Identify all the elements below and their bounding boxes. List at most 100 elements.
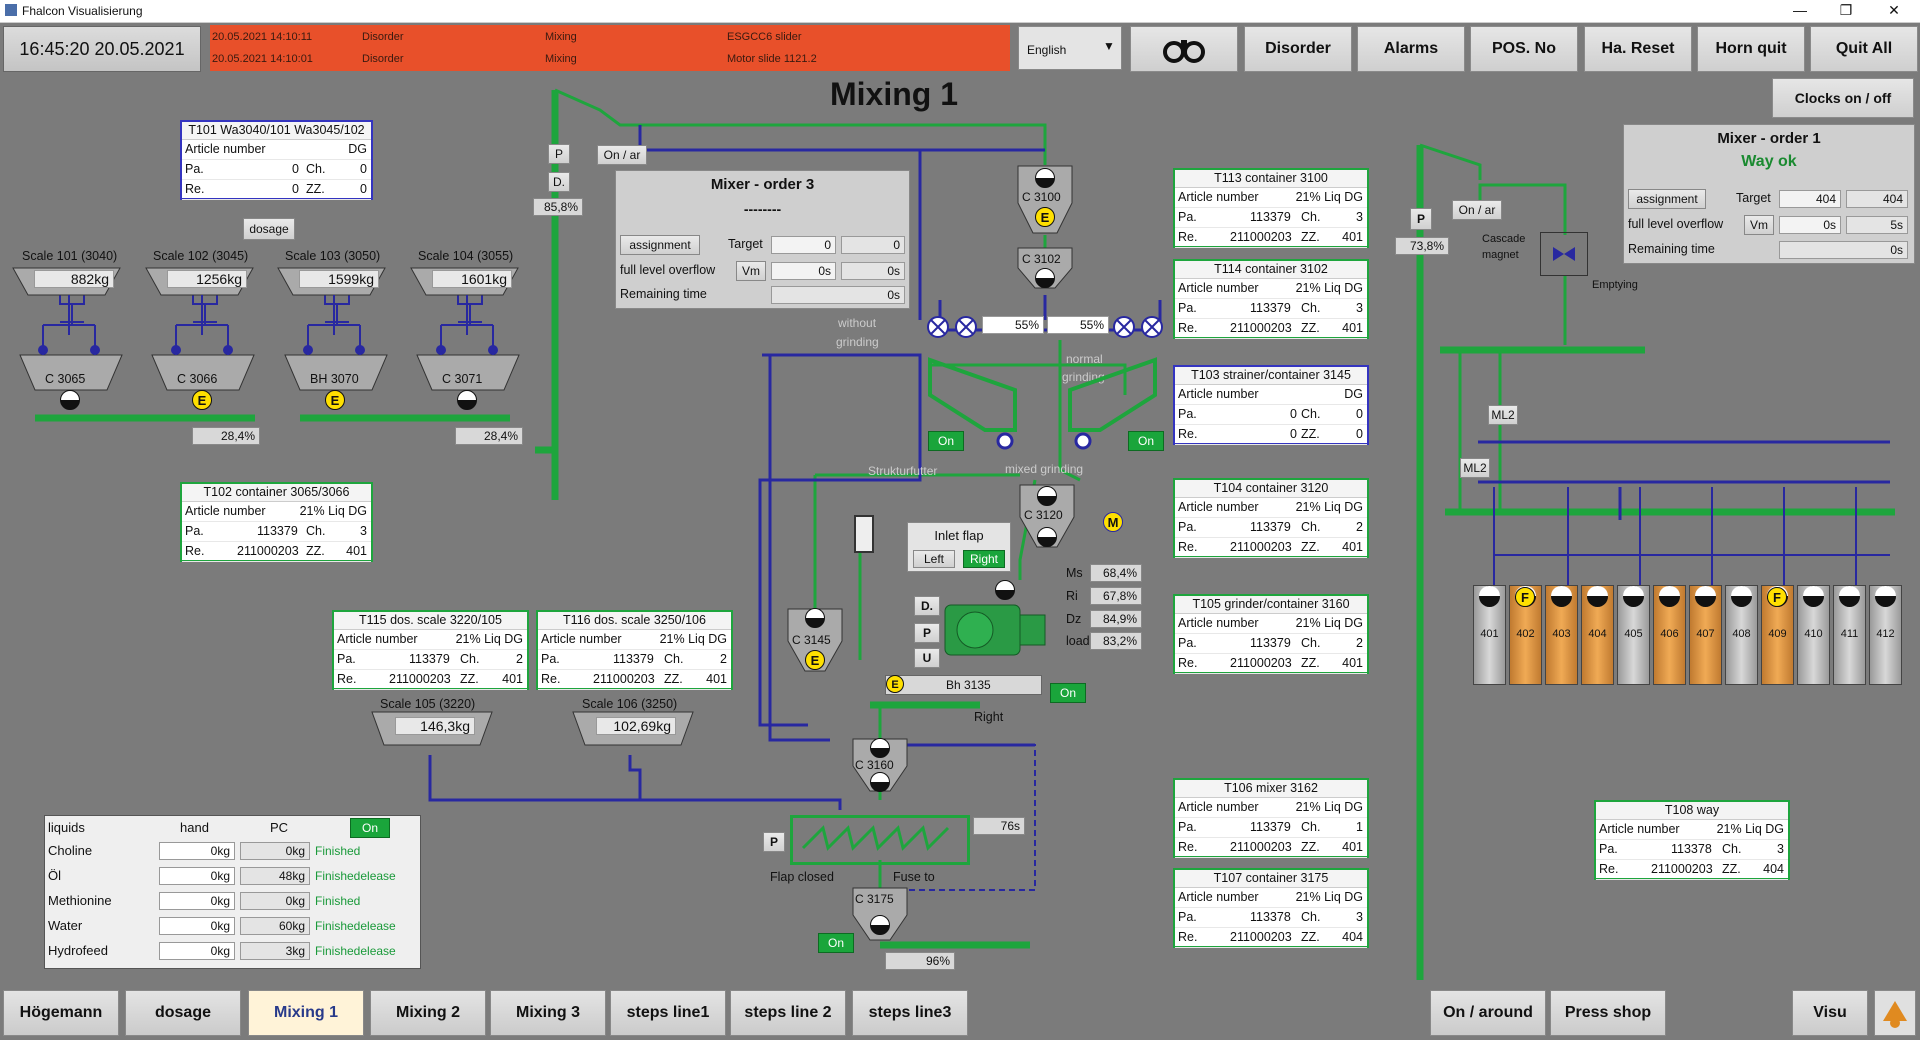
level-indicator-icon [1623, 586, 1644, 607]
dosage-small-button[interactable]: dosage [243, 218, 295, 240]
alarm-row[interactable]: 20.05.2021 14:10:01 Disorder Mixing Moto… [210, 49, 1010, 69]
d-button[interactable]: D. [548, 172, 570, 192]
valve-row [927, 316, 1163, 338]
liquid-hand-value[interactable]: 0kg [159, 867, 235, 885]
alarms-button[interactable]: Alarms [1357, 26, 1465, 72]
press-on-button[interactable]: On [1050, 683, 1086, 703]
silo[interactable]: 404 [1581, 585, 1614, 685]
alarm-list[interactable]: 20.05.2021 14:10:11 Disorder Mixing ESGC… [210, 25, 1010, 71]
p-button[interactable]: P [914, 623, 940, 643]
nav-mixing-3[interactable]: Mixing 3 [490, 990, 606, 1036]
re-value: 0 [1290, 427, 1297, 441]
ha-reset-button[interactable]: Ha. Reset [1584, 26, 1692, 72]
liquids-on-button[interactable]: On [350, 818, 390, 838]
liquid-hand-value[interactable]: 0kg [159, 842, 235, 860]
ml2-button[interactable]: ML2 [1460, 458, 1490, 478]
quit-all-button[interactable]: Quit All [1810, 26, 1918, 72]
nav-mixing-2[interactable]: Mixing 2 [370, 990, 486, 1036]
scale-106-label: Scale 106 (3250) [582, 697, 678, 711]
target-value[interactable]: 0 [771, 236, 836, 254]
maximize-button[interactable]: ❐ [1839, 2, 1853, 18]
silo[interactable]: 406 [1653, 585, 1686, 685]
alarm-row[interactable]: 20.05.2021 14:10:11 Disorder Mixing ESGC… [210, 27, 1010, 47]
d-button[interactable]: D. [914, 596, 940, 616]
grinder-left-on-button[interactable]: On [928, 431, 964, 451]
silo[interactable]: 405 [1617, 585, 1650, 685]
zz-label: ZZ. [1301, 656, 1320, 670]
ml2-button[interactable]: ML2 [1488, 405, 1518, 425]
visu-button[interactable]: Visu [1792, 990, 1868, 1036]
language-select[interactable]: English ▼ [1018, 26, 1122, 70]
pos-no-button[interactable]: POS. No [1470, 26, 1578, 72]
nav-steps-line2[interactable]: steps line 2 [730, 990, 846, 1036]
liquid-hand-value[interactable]: 0kg [159, 917, 235, 935]
minimize-button[interactable]: — [1793, 2, 1807, 18]
silo[interactable]: 408 [1725, 585, 1758, 685]
p-button[interactable]: P [1410, 208, 1432, 230]
silo[interactable]: 412 [1869, 585, 1902, 685]
liquid-hand-value[interactable]: 0kg [159, 892, 235, 910]
ch-label: Ch. [1301, 210, 1321, 224]
e-badge-icon: E [1035, 207, 1055, 227]
close-button[interactable]: ✕ [1888, 2, 1900, 18]
hopper-c3145 [787, 608, 843, 672]
article-label: Article number [1599, 822, 1680, 836]
p-button[interactable]: P [763, 832, 785, 852]
assignment-button[interactable]: assignment [620, 235, 700, 255]
nav-steps-line1[interactable]: steps line1 [610, 990, 726, 1036]
silo[interactable]: 410 [1797, 585, 1830, 685]
vm-button[interactable]: Vm [1744, 215, 1774, 235]
silo[interactable]: 403 [1545, 585, 1578, 685]
liquid-hand-value[interactable]: 0kg [159, 942, 235, 960]
f-badge-icon: F [1515, 587, 1535, 607]
inlet-right-button[interactable]: Right [963, 550, 1005, 568]
nav-dosage[interactable]: dosage [125, 990, 241, 1036]
silo[interactable]: 401 [1473, 585, 1506, 685]
remaining-label: Remaining time [620, 287, 707, 301]
hopper-c3160 [852, 738, 908, 792]
clocks-toggle-button[interactable]: Clocks on / off [1772, 78, 1914, 118]
silo[interactable]: 407 [1689, 585, 1722, 685]
clock-display: 16:45:20 20.05.2021 [3, 26, 201, 72]
overflow-value[interactable]: 0s [1779, 216, 1841, 234]
horn-quit-button[interactable]: Horn quit [1697, 26, 1805, 72]
p-button[interactable]: P [548, 144, 570, 164]
discharge-on-button[interactable]: On [818, 933, 854, 953]
panel-title: T102 container 3065/3066 [182, 484, 371, 502]
press-shop-button[interactable]: Press shop [1550, 990, 1666, 1036]
on-around-button[interactable]: On / ar [597, 145, 647, 165]
nav-mixing-1[interactable]: Mixing 1 [248, 990, 364, 1036]
on-around-button[interactable]: On / ar [1452, 200, 1502, 220]
u-button[interactable]: U [914, 648, 940, 668]
overflow-value[interactable]: 0s [771, 262, 836, 280]
grinder-right-on-button[interactable]: On [1128, 431, 1164, 451]
disorder-button[interactable]: Disorder [1244, 26, 1352, 72]
assignment-button[interactable]: assignment [1628, 189, 1706, 209]
binoculars-button[interactable] [1130, 26, 1238, 72]
silo[interactable]: 411 [1833, 585, 1866, 685]
inlet-left-button[interactable]: Left [913, 550, 955, 568]
nav-hogemann[interactable]: Högemann [3, 990, 119, 1036]
ri-label: Ri [1066, 589, 1078, 603]
liquid-name: Methionine [48, 893, 112, 908]
on-around-nav-button[interactable]: On / around [1430, 990, 1546, 1036]
vm-button[interactable]: Vm [736, 261, 766, 281]
nav-steps-line3[interactable]: steps line3 [852, 990, 968, 1036]
target-value[interactable]: 404 [1779, 190, 1841, 208]
re-value: 211000203 [1230, 930, 1292, 944]
silo-number: 411 [1840, 628, 1859, 640]
